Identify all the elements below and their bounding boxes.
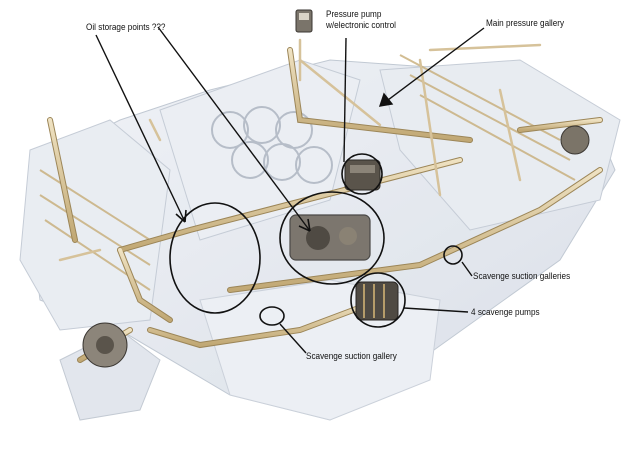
scavenge-pumps-label: 4 scavenge pumps [471,307,540,318]
scavenge-galleries-ring [443,245,463,265]
oil-storage-label: Oil storage points ??? [86,22,166,33]
front-pulley-assembly [82,125,590,368]
pressure-gauge-icon [295,9,313,33]
scavenge-pump-icon [355,281,399,321]
scavenge-gallery-ring [259,306,285,326]
scavenge-gallery-label: Scavenge suction gallery [306,351,397,362]
pressure-pump-icon [344,159,381,191]
oil-storage-ring [169,202,261,314]
pressure-pump-label-line1: Pressure pump [326,9,382,20]
pressure-pump-ring [341,153,383,195]
central-pump-assembly [289,214,371,261]
pressure-pump-label: Pressure pump w/electronic control [326,9,396,31]
leader-lines [95,26,485,354]
callout-rings [169,153,463,328]
pressure-pump-label-line2: w/electronic control [326,20,396,31]
main-gallery-label: Main pressure gallery [486,18,565,29]
pump-assembly-ring [279,191,385,285]
valve-train-ghost [39,54,576,291]
scavenge-pumps-ring [350,272,406,328]
scavenge-galleries-label: Scavenge suction galleries [473,271,571,282]
